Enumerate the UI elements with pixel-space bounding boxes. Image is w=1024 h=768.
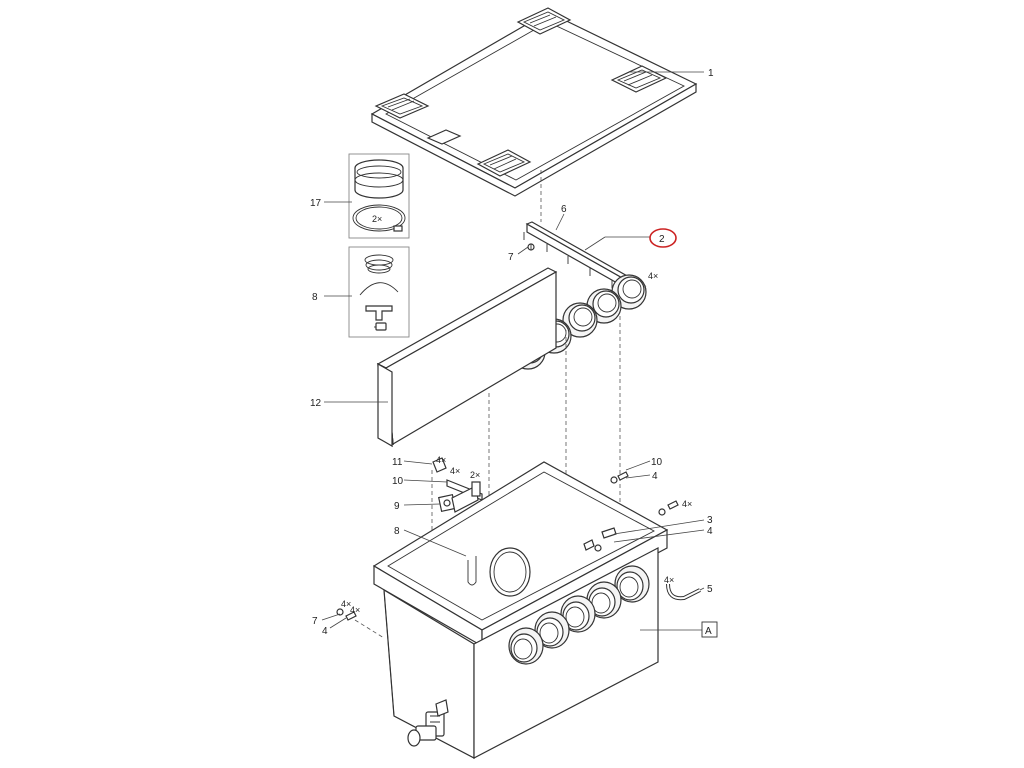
callout-1: 1	[708, 68, 714, 79]
adapter-set-group	[348, 153, 410, 239]
callout-11: 11	[392, 457, 403, 468]
hose-clamp	[352, 204, 406, 232]
filter-foam-block	[376, 267, 558, 448]
callout-4: 4	[652, 471, 658, 482]
small-nozzle	[374, 322, 387, 331]
pipe-connector	[614, 565, 650, 603]
callout-5: 5	[707, 584, 713, 595]
callout-4: 4	[322, 626, 328, 637]
qty-5: 4×	[664, 575, 674, 585]
callout-A-box: A	[701, 621, 718, 638]
t-connector	[365, 305, 393, 321]
lid-handle	[610, 65, 668, 93]
left-screws	[336, 608, 357, 621]
callout-3: 3	[707, 515, 713, 526]
lid-handle	[516, 7, 572, 35]
qty-10: 4×	[450, 466, 460, 476]
main-container	[372, 461, 669, 759]
qty-7b: 4×	[350, 605, 360, 615]
small-parts-group	[348, 246, 410, 338]
qty-11: 4×	[436, 455, 446, 465]
callout-4: 4	[707, 526, 713, 537]
lid-handle	[374, 93, 430, 119]
callout-7: 7	[312, 616, 318, 627]
pipe-connector	[560, 595, 596, 633]
lid-part	[370, 7, 698, 197]
callout-8: 8	[312, 292, 318, 303]
manifold-rail	[523, 221, 647, 298]
callout-10: 10	[392, 476, 404, 487]
drain-valve	[407, 699, 449, 747]
bent-rod	[359, 282, 399, 296]
highlight-circle	[649, 228, 677, 248]
callout-17: 17	[310, 198, 322, 209]
qty-7a: 4×	[341, 599, 351, 609]
callout-8: 8	[394, 526, 400, 537]
qty-manifold: 4×	[648, 271, 658, 281]
callout-6: 6	[561, 204, 567, 215]
callout-12: 12	[310, 398, 322, 409]
lid-handle	[476, 149, 532, 177]
qty-clamp: 2×	[372, 214, 382, 224]
callout-2-highlighted: 2	[649, 228, 677, 248]
elbow-tube	[666, 583, 701, 601]
qty-9: 2×	[470, 470, 480, 480]
pipe-connector	[508, 627, 544, 665]
callout-2: 2	[659, 234, 665, 245]
screw	[527, 243, 535, 251]
callout-A: A	[705, 626, 712, 637]
pipe-connector	[534, 611, 570, 649]
hook-clip	[467, 556, 477, 586]
callout-10: 10	[651, 457, 663, 468]
adapter-ring	[354, 159, 404, 199]
pipe-connector	[562, 302, 598, 338]
callout-9: 9	[394, 501, 400, 512]
pipe-connector	[586, 581, 622, 619]
mounting-bracket	[432, 457, 483, 513]
pipe-connectors-lower	[508, 565, 650, 665]
spring-clip	[364, 254, 394, 274]
callout-7: 7	[508, 252, 514, 263]
qty-right-screw: 4×	[682, 499, 692, 509]
